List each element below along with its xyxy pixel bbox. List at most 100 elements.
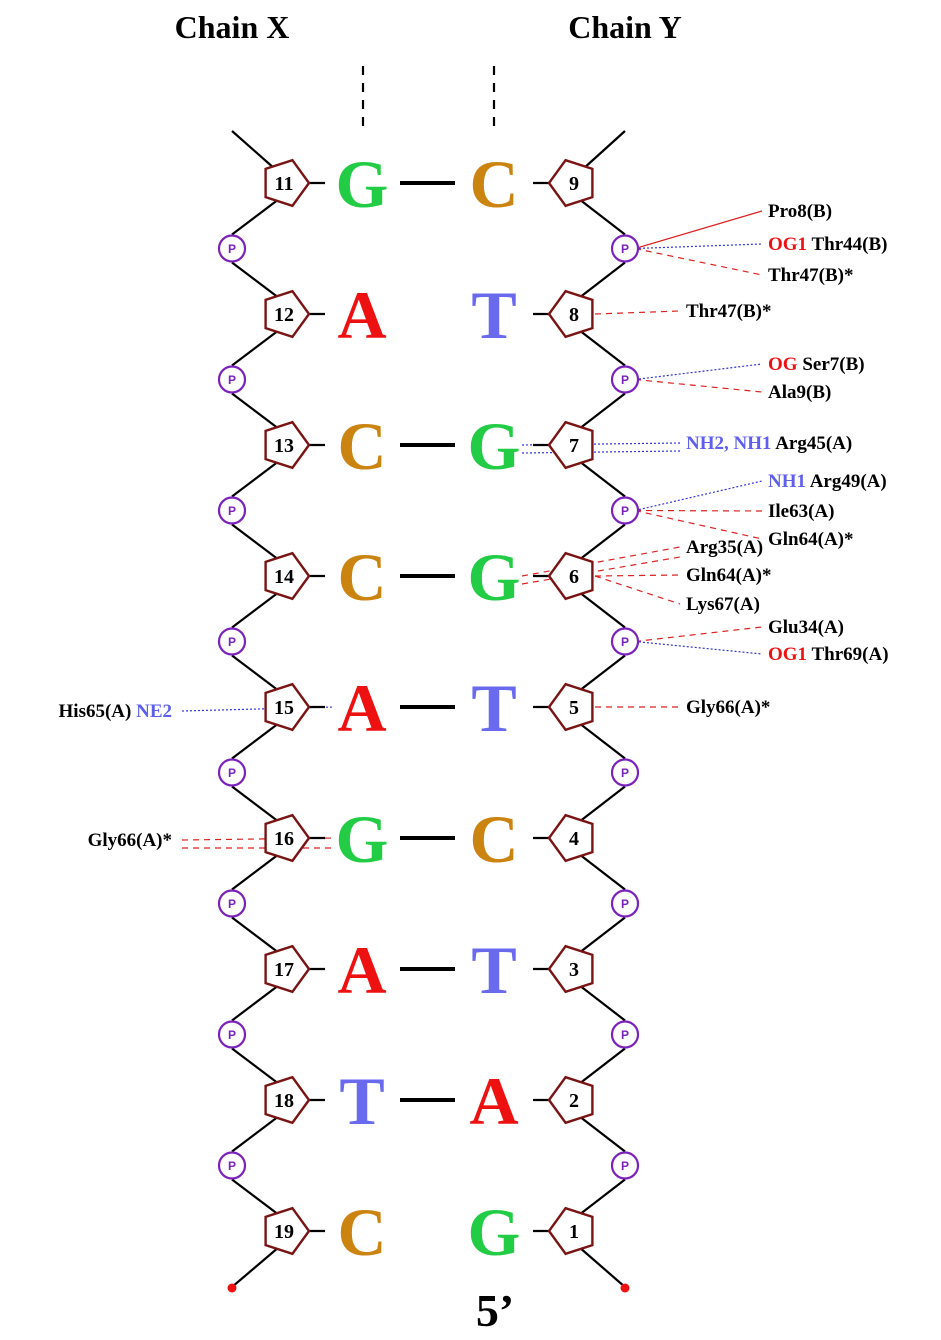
backbone-bond [578,654,626,692]
nucleotide-number: 6 [569,566,579,588]
phosphate-label: P [621,242,629,256]
interaction-line [521,546,681,577]
residue-label: OG1 Thr69(A) [768,644,889,665]
atom-name: NE2 [136,701,172,722]
residue-label: Gly66(A)* [686,697,770,718]
nucleotide-number: 9 [569,173,579,195]
interaction-line [634,480,763,512]
backbone-bond [231,785,280,823]
sugar-y-4 [547,813,594,863]
interaction-line [634,640,763,655]
residue-label: Thr47(B)* [686,301,772,322]
phosphate-label: P [228,373,236,387]
phosphate-icon [610,1020,640,1049]
residue-label: Arg35(A) [686,537,763,558]
residue-label: Ile63(A) [768,501,834,522]
backbone-bond [578,329,626,367]
phosphate-icon [610,365,640,394]
sugar-y-3 [547,944,594,994]
backbone-bond [578,853,626,891]
sugar-x-14 [264,551,311,601]
phosphate-icon [610,758,640,787]
residue-label: OG1 Thr44(B) [768,234,887,255]
backbone-bond [578,785,626,823]
residue-label: Gln64(A)* [686,565,772,586]
sugar-x-19 [264,1206,311,1256]
nucleotide-number: 7 [569,435,579,457]
phosphate-label: P [621,766,629,780]
base-y-2: A [469,1063,518,1139]
backbone-layer [231,66,626,1288]
backbone-bond [231,853,280,891]
sugar-x-12 [264,289,311,339]
sugar-x-15 [264,682,311,732]
residue-name: Thr44(B) [811,234,887,255]
atom-name: OG1 [768,644,811,665]
base-y-8: T [471,277,516,353]
sugar-x-16 [264,813,311,863]
phosphate-icon [217,365,247,394]
phosphate-label: P [228,504,236,518]
nucleotide-number: 2 [569,1090,579,1112]
sugar-x-18 [264,1075,311,1125]
backbone-bond [231,261,280,299]
residue-label: Lys67(A) [686,594,760,615]
residue-label: His65(A) NE2 [59,701,172,722]
phosphate-icon [610,1151,640,1180]
interaction-line [634,509,763,540]
interaction-line [181,706,335,712]
base-x-12: A [337,277,386,353]
phosphate-icon [217,1151,247,1180]
residue-labels-layer: Pro8(B)OG1 Thr44(B)Thr47(B)*Thr47(B)*OG … [59,201,889,851]
backbone-bond [231,329,280,367]
interaction-line [634,247,763,276]
base-x-18: T [339,1063,384,1139]
interaction-line [594,310,681,315]
backbone-bond [578,392,626,430]
base-y-1: G [468,1194,521,1270]
base-x-11: G [336,146,389,222]
base-y-7: G [468,408,521,484]
phosphate-label: P [228,242,236,256]
base-x-15: A [337,670,386,746]
interaction-line [634,509,763,512]
phosphate-icon [217,889,247,918]
interaction-line [634,626,763,643]
phosphate-label: P [621,635,629,649]
backbone-bond [582,130,626,170]
base-y-5: T [471,670,516,746]
backbone-bond [578,722,626,760]
phosphate-label: P [621,504,629,518]
atom-name: NH2, NH1 [686,433,775,454]
backbone-bond [578,591,626,629]
backbone-bond [231,722,280,760]
five-prime-label: 5’ [476,1285,514,1336]
sugar-x-17 [264,944,311,994]
phosphate-label: P [228,635,236,649]
backbone-bond [231,392,280,430]
phosphate-icon [610,496,640,525]
nucleotide-number: 17 [274,959,294,981]
atom-name: NH1 [768,471,810,492]
residue-label: NH1 Arg49(A) [768,471,887,492]
nucleotide-number: 14 [274,566,294,588]
sugar-y-6 [547,551,594,601]
base-y-6: G [468,539,521,615]
base-y-9: C [469,146,518,222]
interaction-line [521,450,681,454]
base-x-17: A [337,932,386,1008]
label-layer: Chain X Chain Y 5’ [175,9,682,1336]
phosphate-icon [217,496,247,525]
base-x-14: C [337,539,386,615]
backbone-bond [578,984,626,1022]
residue-name: Thr69(A) [811,644,888,665]
residue-label: Pro8(B) [768,201,832,222]
phosphate-label: P [621,1028,629,1042]
chain-x-header: Chain X [175,9,290,45]
nucleotide-number: 8 [569,304,579,326]
residue-name: Arg49(A) [810,471,887,492]
nucleotide-number: 1 [569,1221,579,1243]
backbone-bond [578,1115,626,1153]
backbone-bond [231,591,280,629]
chain-y-header: Chain Y [568,9,682,45]
